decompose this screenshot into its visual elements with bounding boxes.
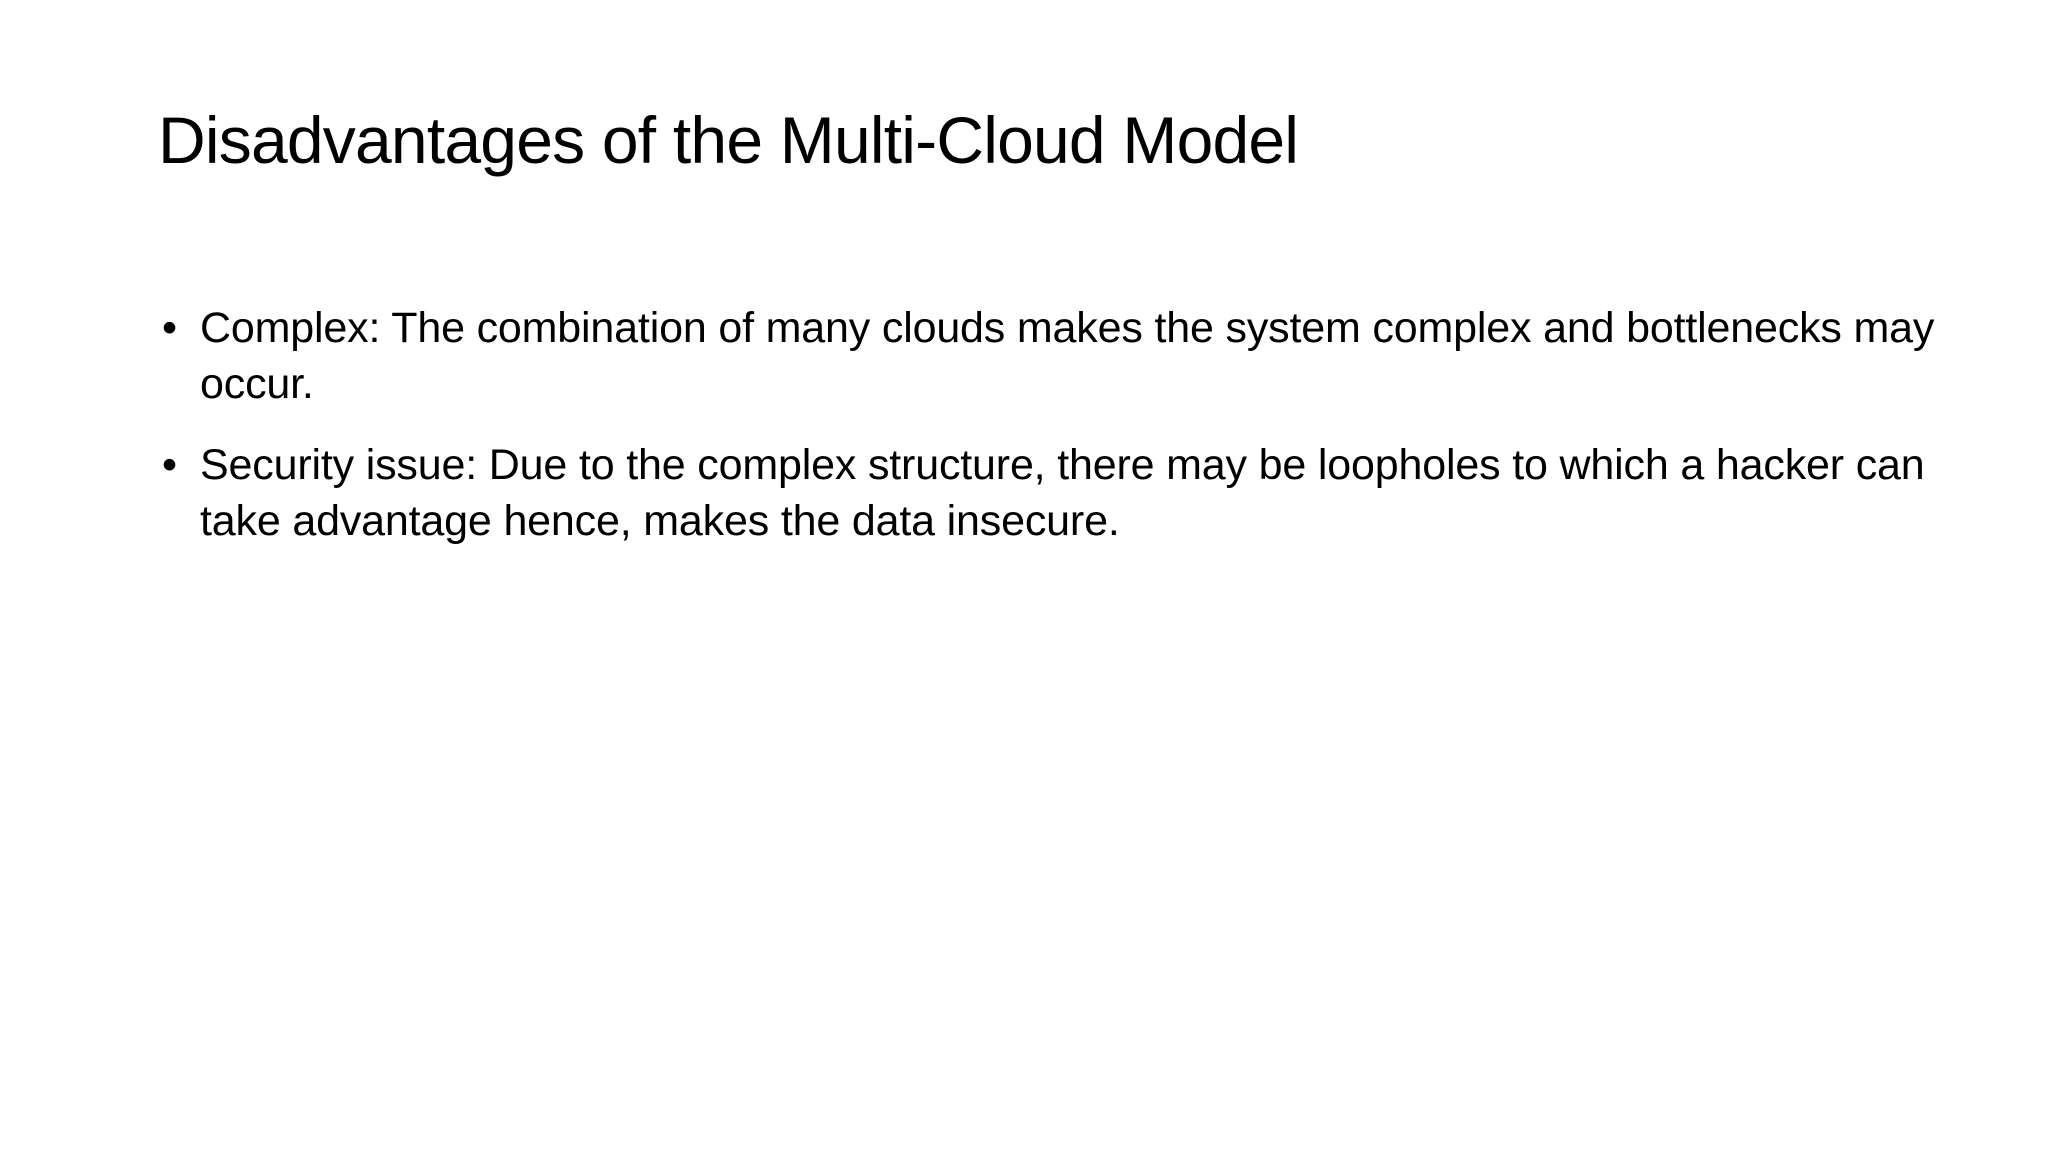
list-item[interactable]: • Security issue: Due to the complex str…: [158, 437, 1938, 550]
page-title: Disadvantages of the Multi-Cloud Model: [158, 103, 1299, 177]
content-placeholder[interactable]: • Complex: The combination of many cloud…: [158, 300, 1938, 549]
bullet-point-icon: •: [162, 304, 177, 352]
list-item-text: Complex: The combination of many clouds …: [200, 304, 1935, 409]
list-item-text: Security issue: Due to the complex struc…: [200, 440, 1925, 545]
list-item[interactable]: • Complex: The combination of many cloud…: [158, 300, 1938, 413]
title-placeholder[interactable]: Disadvantages of the Multi-Cloud Model: [158, 103, 1918, 178]
bullet-point-icon: •: [162, 440, 177, 489]
bullet-list: • Complex: The combination of many cloud…: [158, 300, 1938, 549]
